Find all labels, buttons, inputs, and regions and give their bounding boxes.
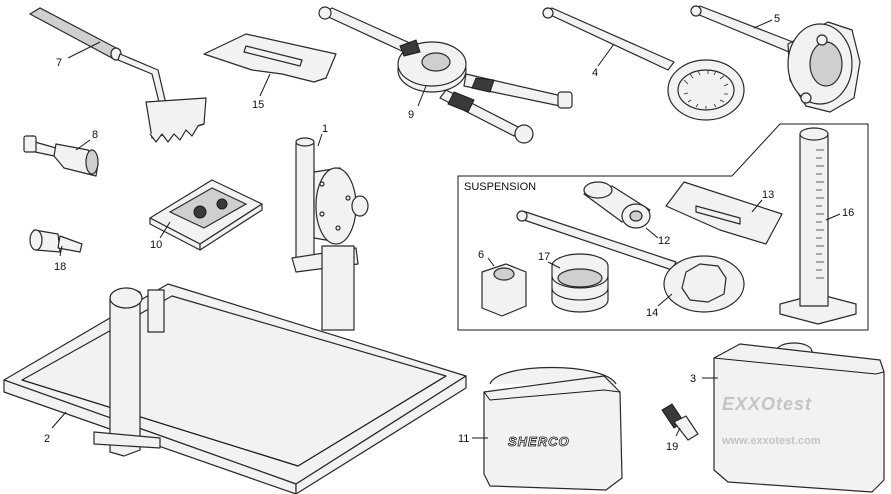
suspension-section-title: SUSPENSION — [464, 181, 536, 193]
bag-logo-text: SHERCO — [508, 434, 570, 449]
part-13-spacer-plate — [665, 181, 783, 245]
part-4-hook-wrench — [542, 7, 745, 121]
part-19-valve-adapter — [661, 403, 699, 441]
part-12-seal-driver — [583, 181, 651, 229]
callout-19: 19 — [666, 441, 678, 453]
callout-2: 2 — [44, 433, 50, 445]
callout-7: 7 — [56, 57, 62, 69]
callout-12: 12 — [658, 235, 670, 247]
callout-18: 18 — [54, 261, 66, 273]
callouts: 7 15 9 4 5 8 18 10 1 2 6 17 12 13 14 16 — [44, 13, 854, 453]
callout-3: 3 — [690, 373, 696, 385]
callout-8: 8 — [92, 129, 98, 141]
callout-16: 16 — [842, 207, 854, 219]
part-3-exxotest-case: EXXOtest www.exxotest.com — [713, 342, 885, 493]
part-15-spring-plate — [203, 33, 337, 83]
part-8-flywheel-puller — [23, 135, 99, 177]
part-18-pin — [29, 229, 83, 253]
callout-13: 13 — [762, 189, 774, 201]
part-17-spring-compressor — [551, 253, 609, 313]
part-7-clutch-holder — [28, 7, 207, 143]
callout-6: 6 — [478, 249, 484, 261]
callout-11: 11 — [458, 433, 469, 445]
part-6-shaft-clamp — [481, 263, 527, 317]
callout-1: 1 — [322, 123, 328, 135]
case-logo-text: EXXOtest — [722, 394, 812, 414]
callout-4: 4 — [592, 67, 598, 79]
suspension-frame: SUSPENSION — [457, 123, 869, 331]
callout-17: 17 — [538, 251, 550, 263]
callout-14: 14 — [646, 307, 658, 319]
callout-15: 15 — [252, 99, 264, 111]
callout-5: 5 — [774, 13, 780, 25]
callout-10: 10 — [150, 239, 162, 251]
part-9-crankcase-splitter — [318, 6, 573, 144]
part-16-measuring-cylinder — [779, 127, 857, 325]
part-14-fork-cap-wrench — [516, 210, 745, 313]
part-1-engine-stand — [291, 137, 369, 331]
part-5-pin-wrench — [690, 5, 861, 113]
case-url-text: www.exxotest.com — [721, 435, 821, 447]
part-2-drip-tray — [3, 283, 467, 494]
part-11-sherco-bag: SHERCO — [483, 366, 623, 491]
part-10-manual — [149, 179, 263, 251]
callout-9: 9 — [408, 109, 414, 121]
